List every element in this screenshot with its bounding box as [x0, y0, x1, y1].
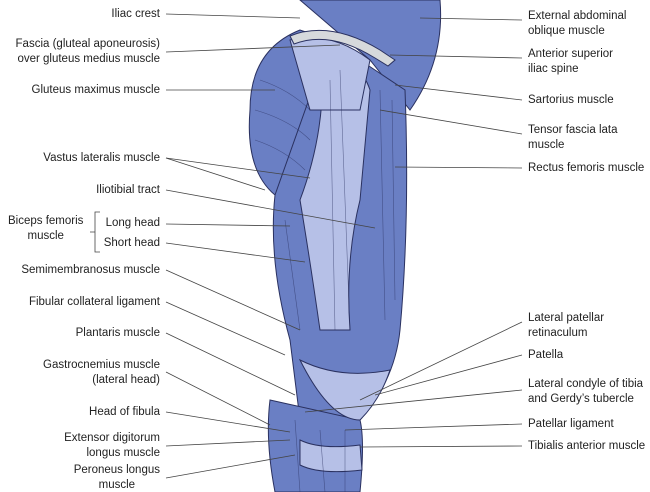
label-line: Lateral patellar	[528, 312, 605, 324]
label-asis: Anterior superior iliac spine	[528, 47, 613, 77]
label-long-head: Long head	[105, 217, 160, 229]
label-line: iliac spine	[528, 63, 579, 75]
label-tensor-fascia-lata: Tensor fascia lata muscle	[528, 123, 618, 153]
label-gastrocnemius: Gastrocnemius muscle (lateral head)	[43, 358, 160, 388]
label-rectus-femoris: Rectus femoris muscle	[528, 162, 645, 174]
iliotibial-tract	[299, 39, 371, 331]
label-lateral-condyle: Lateral condyle of tibia and Gerdy’s tube…	[528, 377, 643, 407]
label-plantaris: Plantaris muscle	[75, 327, 160, 339]
label-line: muscle	[98, 479, 136, 491]
label-patellar-ligament: Patellar ligament	[528, 418, 614, 430]
label-biceps-femoris: Biceps femoris muscle	[8, 214, 83, 244]
label-line: Biceps femoris	[8, 215, 84, 227]
label-peroneus-longus: Peroneus longus muscle	[74, 463, 160, 492]
label-sartorius: Sartorius muscle	[528, 94, 614, 106]
label-semimembranosus: Semimembranosus muscle	[21, 264, 160, 276]
label-vastus-lateralis: Vastus lateralis muscle	[43, 152, 160, 164]
biceps-bracket	[90, 211, 100, 253]
label-line: Tensor fascia lata	[528, 124, 618, 136]
knee-fascia	[298, 358, 391, 421]
label-line: over gluteus medius muscle	[17, 53, 160, 65]
leader-lines	[90, 13, 523, 479]
label-line: muscle	[528, 139, 565, 151]
label-patella: Patella	[528, 349, 564, 361]
label-line: and Gerdy’s tubercle	[528, 393, 634, 405]
label-line: longus muscle	[86, 447, 160, 459]
label-line: External abdominal	[528, 10, 627, 22]
iliac-crest-bone	[289, 30, 396, 67]
label-line: Peroneus longus	[73, 464, 160, 476]
label-external-oblique: External abdominal oblique muscle	[528, 9, 626, 39]
label-fascia: Fascia (gluteal aponeurosis) over gluteus…	[16, 37, 160, 67]
label-line: Lateral condyle of tibia	[528, 378, 644, 390]
label-tibialis-anterior: Tibialis anterior muscle	[528, 440, 646, 452]
lower-fascia	[299, 439, 363, 473]
label-line: Fascia (gluteal aponeurosis)	[15, 38, 160, 50]
label-gluteus-maximus: Gluteus maximus muscle	[31, 84, 160, 96]
label-line: muscle	[27, 230, 64, 242]
label-extensor-digitorum: Extensor digitorum longus muscle	[64, 431, 160, 461]
label-line: Extensor digitorum	[64, 432, 160, 444]
label-iliotibial-tract: Iliotibial tract	[96, 184, 160, 196]
label-line: (lateral head)	[92, 374, 160, 386]
label-fibular-collateral: Fibular collateral ligament	[28, 296, 160, 308]
label-head-of-fibula: Head of fibula	[89, 406, 160, 418]
label-line: oblique muscle	[528, 25, 605, 37]
label-line: Gastrocnemius muscle	[43, 359, 160, 371]
label-iliac-crest: Iliac crest	[111, 8, 160, 20]
label-lateral-retinaculum: Lateral patellar retinaculum	[528, 311, 604, 341]
label-line: retinaculum	[528, 327, 588, 339]
label-line: Anterior superior	[528, 48, 614, 60]
label-short-head: Short head	[103, 237, 160, 249]
